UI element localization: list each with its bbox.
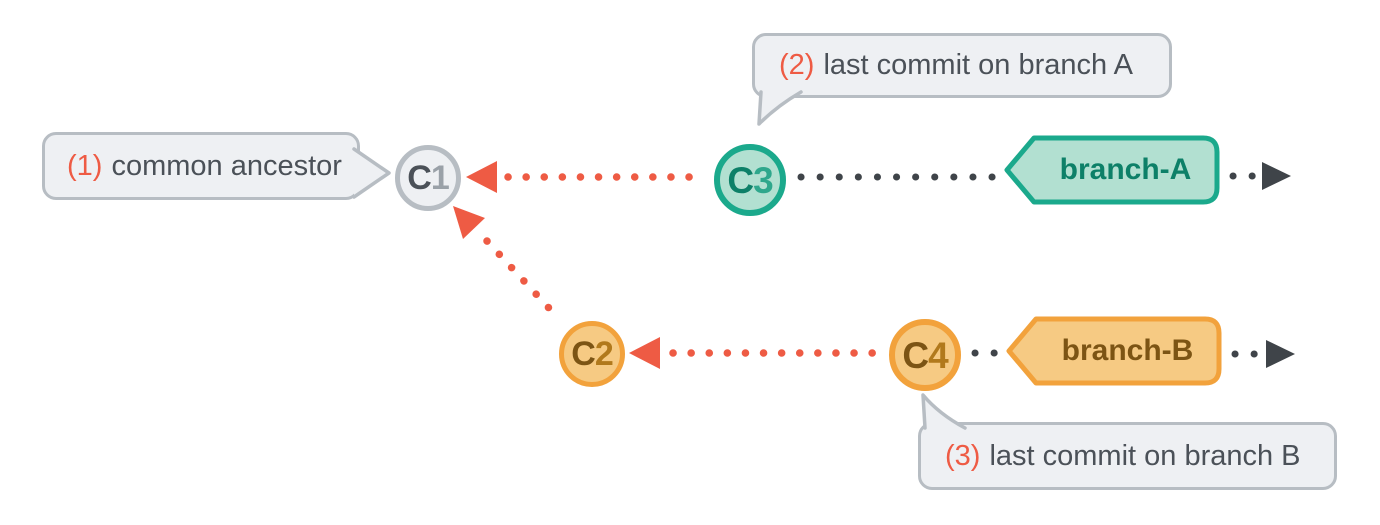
edge-c4-to-c2 [629,337,883,369]
branch-tag-a: branch-A [1002,134,1222,206]
branch-label: branch-A [1059,153,1192,186]
tag-shape-icon [1006,316,1222,386]
commit-label-letter: C [727,159,754,201]
tag-shape-icon [1004,135,1220,205]
commit-label-letter: C [571,335,596,373]
callout-number: (2) [779,49,815,81]
commit-label-letter: C [902,334,929,376]
commit-label-digit: 4 [928,334,949,376]
arrowhead-left-icon [629,337,660,369]
callout-tail-up-icon [921,393,967,430]
commit-label-digit: 2 [594,335,614,373]
callout-tail-down-icon [757,90,803,126]
callout-common-ancestor: (1) common ancestor [42,132,391,200]
commit-label-digit: 3 [753,159,774,201]
arrowhead-left-icon [466,161,497,193]
dotted-line-c2-c1 [483,237,564,324]
arrowhead-right-icon [1262,162,1291,190]
callout-last-commit-branch-a: (2) last commit on branch A [752,33,1172,126]
callout-tail-right-icon [352,147,391,199]
callout-text: last commit on branch A [823,49,1133,81]
edge-c3-to-c1 [466,161,706,193]
edge-c2-to-c1 [453,206,564,324]
callout-number: (1) [67,149,103,182]
commit-label-letter: C [407,159,432,197]
branch-tag-b: branch-B [1004,315,1224,387]
callout-number: (3) [945,439,981,472]
callout-text: common ancestor [111,149,342,182]
arrowhead-upleft-icon [453,206,485,239]
branch-label: branch-B [1061,334,1194,367]
callout-last-commit-branch-b: (3) last commit on branch B [918,393,1337,490]
commit-label-digit: 1 [430,159,450,197]
arrowhead-right-icon [1266,340,1295,368]
callout-text: last commit on branch B [989,439,1301,472]
